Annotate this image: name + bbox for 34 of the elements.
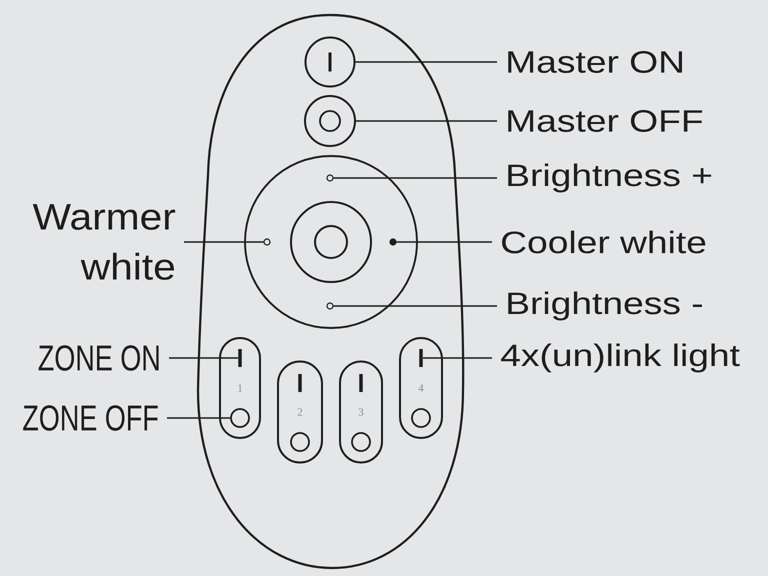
callout-label: ZONE ON [38,345,159,371]
callout-label: Brightness - [508,292,702,320]
leader-line [167,417,230,419]
leader-line [396,241,492,243]
zone-button: 1 [219,337,261,439]
callout-label: Warmer white [32,204,176,280]
round-button [304,36,356,88]
circle-mark [411,408,431,428]
remote-outline [196,14,464,570]
zone-button: 2 [277,360,323,464]
callout-label: 4x(un)link light [501,344,740,372]
bar-mark [238,349,242,367]
leader-line [184,241,264,243]
leader-line [356,61,497,63]
zone-button: 4 [399,337,443,439]
leader-line [169,357,238,359]
bar-mark [419,349,423,367]
callout-label: Brightness + [508,164,712,192]
round-button [304,95,356,147]
zone-button: 3 [339,360,383,464]
leader-line [422,357,492,359]
round-dial [244,155,418,329]
callout-label: Cooler white [502,230,706,254]
leader-line [334,177,497,179]
bar-mark [298,374,302,392]
leader-line [356,120,497,122]
circle-mark [290,432,310,452]
callout-label: ZONE OFF [23,405,158,431]
leader-line [334,305,497,307]
callout-label: Master OFF [508,110,702,132]
callout-label: Master ON [508,51,682,73]
circle-mark [351,432,371,452]
circle-mark [230,408,250,428]
bar-mark [359,374,363,392]
